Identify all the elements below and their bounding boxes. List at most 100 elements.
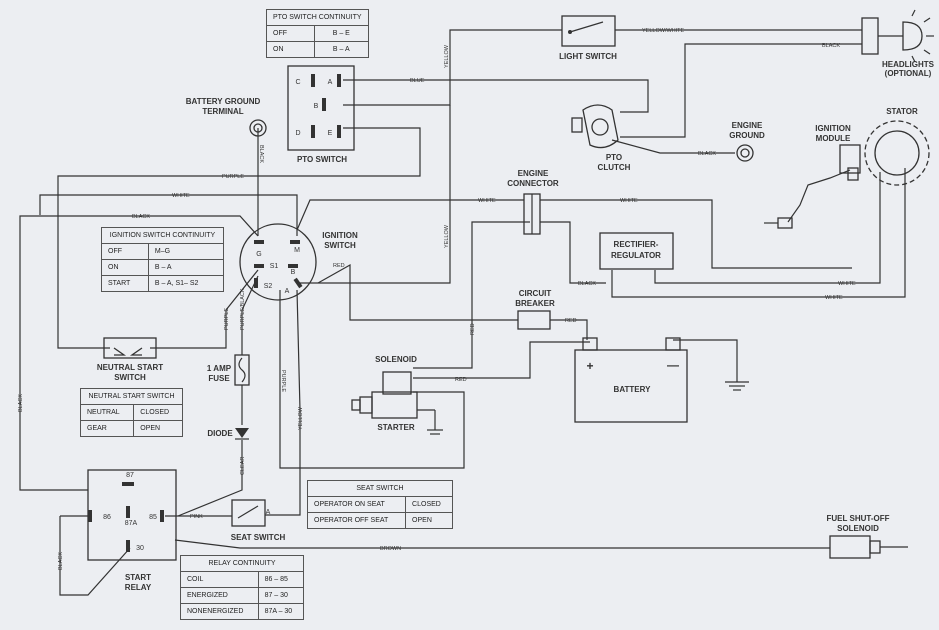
- neutral-start-label-2: SWITCH: [114, 373, 146, 382]
- tag-red-breaker: RED: [565, 318, 577, 324]
- solenoid-label: SOLENOID: [375, 355, 417, 364]
- pto-row-off-state: OFF: [266, 25, 315, 42]
- fuel-shutoff-label-2: SOLENOID: [837, 524, 879, 533]
- headlight-rays-icon: [911, 9, 934, 63]
- pto-pin-e: E: [328, 130, 333, 137]
- ign-row-start-value: B – A, S1– S2: [147, 275, 225, 292]
- wire-white-ign: [296, 199, 524, 231]
- relay-table-title: RELAY CONTINUITY: [180, 555, 304, 572]
- pto-switch-label: PTO SWITCH: [297, 155, 347, 164]
- engine-connector-label-1: ENGINE: [518, 169, 549, 178]
- tag-yellow-mid: YELLOW: [444, 224, 450, 248]
- tag-clear: CLEAR: [240, 457, 246, 475]
- ignition-module-label-2: MODULE: [816, 134, 851, 143]
- pto-clutch-label-1: PTO: [606, 153, 622, 162]
- ign-row-off-value: M–G: [147, 243, 225, 260]
- relay-row-nonenergized-value: 87A – 30: [257, 603, 305, 620]
- pto-table-title: PTO SWITCH CONTINUITY: [266, 9, 369, 26]
- wire-white-stator-2: [611, 168, 906, 298]
- relay-pin-86: 86: [103, 514, 111, 521]
- tag-yellow-seat: YELLOW: [298, 406, 304, 430]
- ignition-module-label-1: IGNITION: [815, 124, 851, 133]
- wire-yellow-seat: [265, 289, 301, 516]
- wire-yellow-vertical: [297, 105, 451, 284]
- wire-black-relay-down: [59, 516, 131, 596]
- tag-black-headlight: BLACK: [822, 43, 840, 49]
- wire-red-solenoid: [413, 341, 590, 379]
- diode: DIODE: [207, 428, 249, 440]
- wire-purple-s1: [150, 269, 259, 349]
- tag-white-conn: WHITE: [478, 198, 496, 204]
- relay-pin-85: 85: [149, 514, 157, 521]
- tag-purple-s1: PURPLE: [224, 308, 230, 330]
- ignition-switch: G M S1 B S2 A IGNITION SWITCH: [239, 223, 358, 301]
- start-relay-label-1: START: [125, 573, 151, 582]
- tag-red-ign: RED: [333, 263, 345, 269]
- relay-pin-30: 30: [136, 545, 144, 552]
- seat-pin-a: A: [266, 509, 271, 516]
- relay-row-nonenergized-state: NONENERGIZED: [180, 603, 259, 620]
- stator-label: STATOR: [886, 107, 918, 116]
- ground-icon: [725, 381, 749, 391]
- rectifier-regulator: RECTIFIER- REGULATOR: [599, 232, 674, 270]
- wire-white-conn-right: [540, 199, 852, 269]
- neutral-start-label-1: NEUTRAL START: [97, 363, 163, 372]
- battery: + — BATTERY: [574, 337, 749, 423]
- wire-white-ign-loop: [39, 194, 298, 236]
- ign-row-off-state: OFF: [101, 243, 149, 260]
- ign-row-on-state: ON: [101, 259, 149, 276]
- battery-plus: +: [586, 359, 593, 373]
- wires: [19, 29, 906, 596]
- tag-red-vertical: RED: [470, 323, 476, 335]
- tag-black-ground: BLACK: [258, 145, 264, 163]
- fuse-label-1: 1 AMP: [207, 364, 232, 373]
- starter-label: STARTER: [377, 423, 414, 432]
- tag-red-solenoid: RED: [455, 377, 467, 383]
- light-switch-label: LIGHT SWITCH: [559, 52, 617, 61]
- relay-row-coil-state: COIL: [180, 571, 259, 588]
- ign-row-start-state: START: [101, 275, 149, 292]
- pto-row-off-value: B – E: [313, 25, 369, 42]
- starter-solenoid: SOLENOID STARTER: [351, 355, 443, 435]
- seat-switch: A SEAT SWITCH: [231, 499, 285, 542]
- engine-ground: ENGINE GROUND: [729, 121, 765, 162]
- tag-purple-top: PURPLE: [222, 174, 244, 180]
- circuit-breaker-label-1: CIRCUIT: [519, 289, 552, 298]
- circuit-breaker-label-2: BREAKER: [515, 299, 555, 308]
- neutral-row-neutral-state: NEUTRAL: [79, 404, 135, 421]
- pto-pin-d: D: [295, 130, 300, 137]
- wire-white-stator-1: [654, 172, 881, 284]
- ignition-module: IGNITION MODULE: [764, 124, 861, 229]
- tag-yellow-top: YELLOW: [444, 44, 450, 68]
- battery-ground-label-1: BATTERY GROUND: [186, 97, 261, 106]
- neutral-table-title: NEUTRAL START SWITCH: [80, 388, 183, 405]
- seat-row-on-value: CLOSED: [405, 496, 453, 513]
- fuel-shutoff-solenoid: FUEL SHUT-OFF SOLENOID: [827, 514, 908, 559]
- neutral-start-switch: NEUTRAL START SWITCH: [97, 337, 163, 382]
- wire-black-headlight: [620, 43, 862, 138]
- neutral-row-neutral-value: CLOSED: [133, 404, 183, 421]
- engine-ground-label-1: ENGINE: [732, 121, 763, 130]
- headlights-optional: (OPTIONAL): [885, 69, 932, 78]
- relay-pin-87a: 87A: [125, 520, 138, 527]
- neutral-row-gear-state: GEAR: [79, 420, 135, 437]
- seat-row-on-state: OPERATOR ON SEAT: [306, 496, 407, 513]
- battery-label: BATTERY: [614, 385, 652, 394]
- seat-row-off-state: OPERATOR OFF SEAT: [306, 512, 407, 529]
- ign-pin-s1: S1: [270, 263, 279, 270]
- wire-yellow-top: [343, 29, 562, 106]
- wire-red-breaker: [550, 319, 588, 340]
- tag-black-clutch: BLACK: [698, 151, 716, 157]
- relay-row-coil-value: 86 – 85: [257, 571, 305, 588]
- headlights-label: HEADLIGHTS: [882, 60, 935, 69]
- engine-connector: ENGINE CONNECTOR: [507, 169, 559, 235]
- ign-pin-a: A: [285, 288, 290, 295]
- wire-pto-e: [57, 127, 421, 349]
- tag-black-left: BLACK: [18, 394, 24, 412]
- tag-purple-s2: PURPLE: [280, 370, 286, 392]
- battery-ground-label-2: TERMINAL: [202, 107, 243, 116]
- engine-ground-label-2: GROUND: [729, 131, 765, 140]
